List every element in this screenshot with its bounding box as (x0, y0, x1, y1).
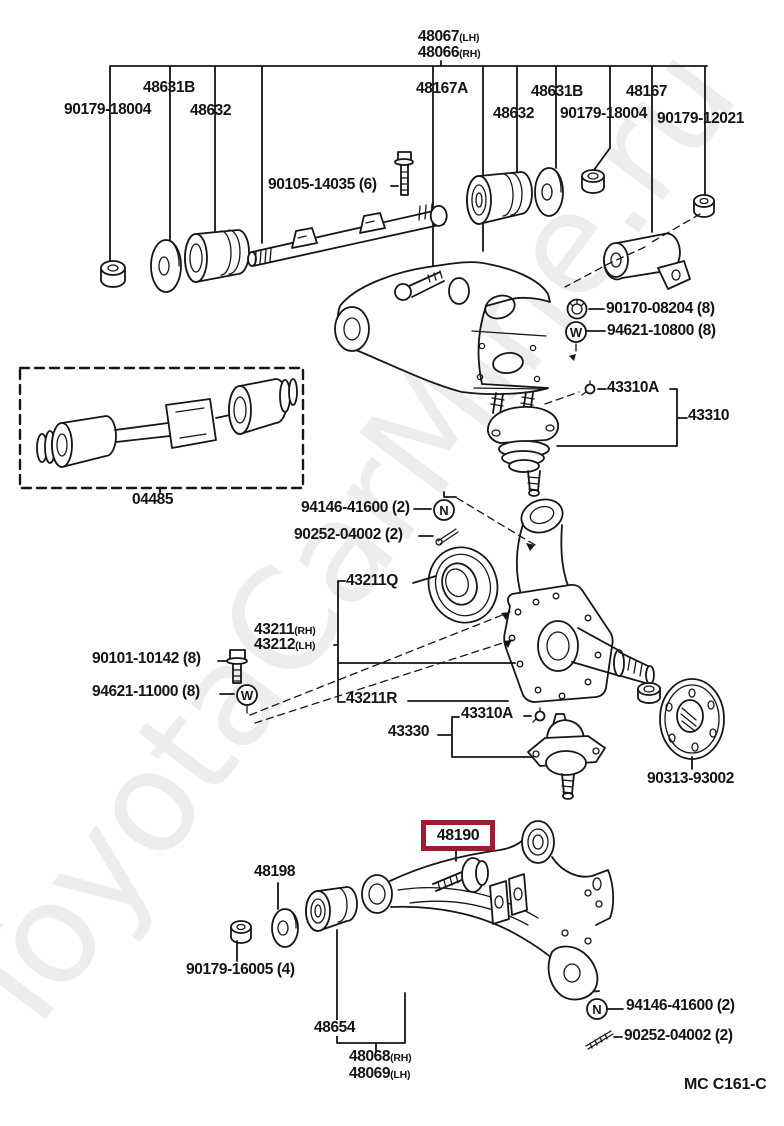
bolt-head-icon-90170 (566, 298, 588, 320)
nut-90179-16005-drawing (230, 920, 252, 944)
part-label-48167a[interactable]: 48167A (416, 80, 468, 97)
part-label-43310[interactable]: 43310 (688, 407, 730, 424)
washer-circle-w-icon-upper: W (565, 321, 587, 343)
part-label-48069[interactable]: 48069(LH) (349, 1065, 411, 1082)
part-label-90313-93002[interactable]: 90313-93002 (647, 770, 734, 787)
upper-arm-bolt-drawing (394, 270, 445, 301)
cotter-pin-icon-upper (435, 528, 459, 546)
upper-arm-shaft-drawing (247, 203, 448, 267)
part-label-43330[interactable]: 43330 (388, 723, 430, 740)
nut-90179-12021-drawing (693, 194, 715, 218)
highlighted-part-label-48190[interactable]: 48190 (421, 820, 495, 851)
part-label-94621-10800[interactable]: 94621-10800 (8) (607, 322, 716, 339)
washer-48631b-right-drawing (534, 167, 564, 217)
part-label-90252-04002-lower[interactable]: 90252-04002 (2) (624, 1027, 733, 1044)
bolt-90101-icon (226, 649, 248, 684)
lower-ball-joint-drawing (527, 713, 606, 800)
svg-text:W: W (570, 325, 583, 340)
part-label-90252-04002-upper[interactable]: 90252-04002 (2) (294, 526, 403, 543)
cotter-pin-icon-lower (585, 1030, 614, 1050)
castle-nut-circle-n-icon-lower: N (586, 998, 608, 1020)
part-label-94146-41600-upper[interactable]: 94146-41600 (2) (301, 499, 410, 516)
part-label-48632-right[interactable]: 48632 (493, 105, 535, 122)
part-label-43212[interactable]: 43212(LH) (254, 636, 316, 653)
bracket-dashed-leaders (564, 213, 701, 288)
figure-code: MC C161-C (684, 1076, 767, 1093)
spindle-nut-drawing (637, 682, 662, 704)
part-label-90101-10142[interactable]: 90101-10142 (8) (92, 650, 201, 667)
part-label-43211r[interactable]: 43211R (346, 690, 398, 707)
top-bracket-lines (109, 60, 708, 272)
part-label-43310a-lower[interactable]: 43310A (461, 705, 513, 722)
bracket-48167-drawing (603, 232, 691, 290)
nut-90179-18004-right-drawing (581, 169, 605, 194)
bushing-48632-right-drawing (466, 171, 533, 225)
part-label-48167[interactable]: 48167 (626, 83, 668, 100)
part-label-90170-08204[interactable]: 90170-08204 (8) (606, 300, 715, 317)
part-label-43211[interactable]: 43211(RH) (254, 621, 316, 638)
bolt-48190-drawing (432, 857, 489, 893)
part-label-90105-14035[interactable]: 90105-14035 (6) (268, 176, 377, 193)
washer-circle-w-icon-mid: W (236, 684, 258, 706)
part-label-48066[interactable]: 48066(RH) (418, 44, 481, 61)
part-label-48654[interactable]: 48654 (312, 1019, 358, 1036)
svg-text:N: N (439, 503, 448, 518)
upper-control-arm-drawing (334, 261, 551, 395)
upper-ball-joint-drawing (487, 391, 559, 497)
washer-48198-drawing (271, 908, 299, 948)
part-label-90179-18004-right[interactable]: 90179-18004 (560, 105, 647, 122)
kit-04485-drawing (18, 366, 305, 490)
part-label-90179-12021[interactable]: 90179-12021 (657, 110, 744, 127)
part-label-48632-left[interactable]: 48632 (190, 102, 232, 119)
svg-text:N: N (592, 1002, 601, 1017)
part-label-94621-11000[interactable]: 94621-11000 (8) (92, 683, 200, 700)
mid-dashed-leaders (246, 611, 513, 724)
castle-nut-dashed-leader (456, 497, 536, 546)
hub-flange-90313-drawing (659, 678, 725, 760)
grease-fitting-icon-upper (581, 380, 596, 396)
part-label-90179-16005[interactable]: 90179-16005 (4) (186, 961, 295, 978)
part-label-48198[interactable]: 48198 (254, 863, 296, 880)
part-label-90179-18004-left[interactable]: 90179-18004 (64, 101, 151, 118)
castle-nut-circle-n-icon-upper: N (433, 499, 455, 521)
part-label-48067[interactable]: 48067(LH) (418, 28, 480, 45)
part-label-94146-41600-lower[interactable]: 94146-41600 (2) (626, 997, 735, 1014)
lower-control-arm-drawing (361, 820, 615, 1001)
fitting-dashed-leader-upper (544, 391, 580, 405)
bushing-48654-drawing (305, 886, 358, 932)
svg-text:W: W (241, 688, 254, 703)
part-label-43310a-upper[interactable]: 43310A (607, 379, 659, 396)
seal-43211q-drawing (427, 546, 499, 624)
part-label-48631b-right[interactable]: 48631B (531, 83, 583, 100)
bushing-48632-left-drawing (184, 229, 250, 283)
nut-90179-18004-left-drawing (100, 260, 126, 288)
leader-lines (159, 185, 693, 1052)
washer-48631b-left-drawing (150, 239, 182, 293)
steering-knuckle-drawing (503, 498, 655, 703)
grease-fitting-icon-lower (532, 707, 546, 723)
fastener-leaders-upper (413, 491, 457, 537)
part-label-48631b-left[interactable]: 48631B (143, 79, 195, 96)
part-label-48068[interactable]: 48068(RH) (349, 1048, 412, 1065)
part-label-43211q[interactable]: 43211Q (346, 572, 398, 589)
bolt-90105-14035-drawing (394, 151, 414, 196)
part-label-04485[interactable]: 04485 (132, 491, 174, 508)
